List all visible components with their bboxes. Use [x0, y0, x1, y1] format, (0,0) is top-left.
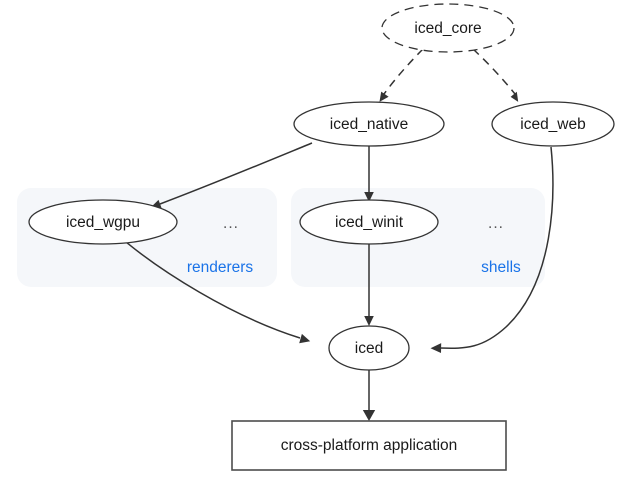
- node-iced-web-shape: [491, 101, 615, 147]
- node-iced-native-label: iced_native: [330, 116, 408, 133]
- cluster-renderers-ellipsis: ...: [223, 215, 239, 232]
- cluster-shells-ellipsis: ...: [488, 215, 504, 232]
- node-iced-winit-shape: [299, 199, 439, 245]
- edge-iced-core-to-iced-native: [379, 48, 424, 102]
- node-application[interactable]: cross-platform application: [231, 420, 507, 471]
- cluster-shells-label: shells: [481, 259, 521, 276]
- edge-iced-native-to-iced-winit: [364, 146, 374, 202]
- node-application-shape: [231, 420, 507, 471]
- node-iced-wgpu[interactable]: iced_wgpu: [28, 199, 178, 245]
- node-iced-shape: [328, 325, 410, 371]
- node-application-label: cross-platform application: [281, 437, 458, 454]
- edge-iced-to-application: [362, 370, 376, 421]
- edge-iced-wgpu-to-iced: [125, 241, 311, 344]
- node-iced-label: iced: [355, 340, 383, 357]
- node-iced[interactable]: iced: [328, 325, 410, 371]
- node-iced-core-label: iced_core: [414, 20, 481, 37]
- node-iced-native-shape: [293, 101, 445, 147]
- edge-iced-web-to-iced: [430, 146, 554, 353]
- node-iced-core-shape: [381, 3, 515, 53]
- edge-iced-winit-to-iced: [364, 244, 374, 326]
- node-iced-web-label: iced_web: [520, 116, 586, 133]
- cluster-renderers-label: renderers: [187, 259, 254, 276]
- node-iced-native[interactable]: iced_native: [293, 101, 445, 147]
- node-iced-wgpu-shape: [28, 199, 178, 245]
- node-iced-wgpu-label: iced_wgpu: [66, 214, 140, 231]
- node-iced-winit[interactable]: iced_winit: [299, 199, 439, 245]
- node-iced-web[interactable]: iced_web: [491, 101, 615, 147]
- edge-iced-core-to-iced-web: [472, 48, 519, 102]
- node-iced-winit-label: iced_winit: [335, 214, 404, 231]
- node-iced-core[interactable]: iced_core: [381, 3, 515, 53]
